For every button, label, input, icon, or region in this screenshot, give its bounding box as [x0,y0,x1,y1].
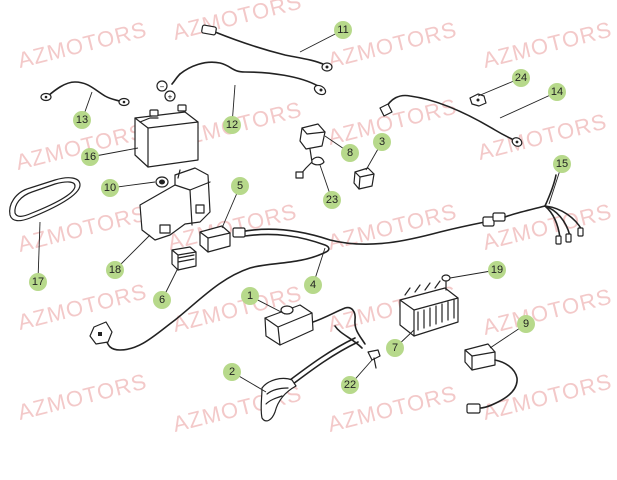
battery-cable-12 [171,61,327,96]
watermark: AZMOTORS [475,109,609,165]
wiring-harness-4 [89,216,495,351]
callout-22: 22 [341,376,359,394]
callout-10: 10 [101,179,119,197]
callout-label: 11 [337,24,348,36]
ignition-coil-1 [264,304,366,349]
clip-24 [469,93,487,107]
watermark: AZMOTORS [480,284,614,340]
relay-6 [171,246,197,271]
callout-label: 9 [523,318,529,330]
callout-16: 16 [81,148,99,166]
callout-14: 14 [548,83,566,101]
callout-11: 11 [334,21,352,39]
watermark: AZMOTORS [480,17,614,73]
horn-8 [295,123,326,179]
svg-text:−: − [160,83,165,92]
callout-label: 24 [515,72,527,84]
ground-cable-13 [40,81,130,107]
callout-label: 6 [159,294,165,306]
callout-label: 4 [310,279,316,291]
callout-5: 5 [231,177,249,195]
relay-5 [199,225,231,253]
connector-lead-9 [464,343,518,414]
callout-4: 4 [304,276,322,294]
callout-label: 13 [76,114,88,126]
callout-label: 14 [551,86,563,98]
battery-bracket-18 [139,167,211,241]
callout-label: 18 [109,264,121,276]
watermark: AZMOTORS [325,94,459,150]
callout-label: 19 [491,264,503,276]
battery-strap-17 [9,177,81,222]
watermark: AZMOTORS [170,0,304,45]
auxiliary-harness-15 [492,174,584,245]
battery-16: − + [134,80,199,168]
callout-3: 3 [373,133,391,151]
callout-17: 17 [29,273,47,291]
callout-7: 7 [386,339,404,357]
callout-label: 7 [392,342,398,354]
watermark: AZMOTORS [15,201,149,257]
callout-label: 15 [556,158,568,170]
callout-label: 23 [326,194,338,206]
callout-2: 2 [223,363,241,381]
callout-label: 10 [104,182,116,194]
spark-plug-cap-2 [260,337,359,422]
callout-24: 24 [512,69,530,87]
watermark: AZMOTORS [325,199,459,255]
callout-label: 3 [379,136,385,148]
washer-23 [311,156,325,166]
callout-label: 16 [84,151,96,163]
switch-3 [353,167,375,190]
callout-15: 15 [553,155,571,173]
callout-6: 6 [153,291,171,309]
callout-label: 8 [347,147,353,159]
callout-label: 12 [226,119,238,131]
callout-13: 13 [73,111,91,129]
callout-label: 5 [237,180,243,192]
svg-text:+: + [168,93,173,102]
callout-9: 9 [517,315,535,333]
voltage-regulator-7 [399,280,459,337]
screw-22 [367,349,381,369]
callout-23: 23 [323,191,341,209]
callout-19: 19 [488,261,506,279]
battery-cable-11 [201,24,333,72]
callout-label: 1 [247,290,253,302]
callout-12: 12 [223,116,241,134]
callout-label: 17 [32,276,44,288]
callout-18: 18 [106,261,124,279]
callout-label: 22 [344,379,356,391]
callout-8: 8 [341,144,359,162]
watermark: AZMOTORS [480,369,614,425]
watermark: AZMOTORS [15,17,149,73]
watermark: AZMOTORS [15,369,149,425]
watermark-layer: AZMOTORS AZMOTORS AZMOTORS AZMOTORS AZMO… [13,0,614,437]
cable-14 [379,94,523,147]
callout-label: 2 [229,366,235,378]
grommet-10 [155,176,169,188]
callout-1: 1 [241,287,259,305]
